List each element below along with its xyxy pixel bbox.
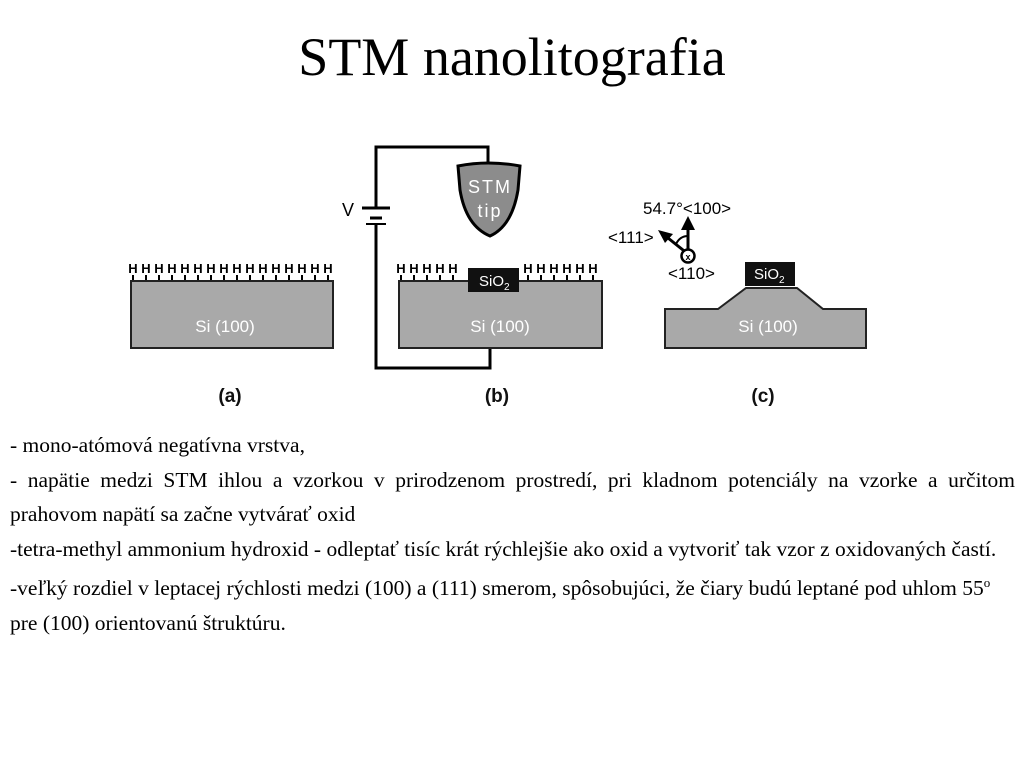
slide-body-text: - mono-atómová negatívna vrstva, - napät… <box>10 428 1015 640</box>
bullet-2: - napätie medzi STM ihlou a vzorkou v pr… <box>10 467 1015 527</box>
angle-arc <box>675 235 689 245</box>
hydrogen-atom: H <box>271 261 280 276</box>
arrow-100-head <box>681 216 695 230</box>
direction-111-label: <111> <box>608 228 654 247</box>
degree-superscript: o <box>983 575 991 590</box>
substrate-label-a: Si (100) <box>195 317 255 336</box>
angle-label: 54.7°<100> <box>643 199 731 218</box>
direction-110-marker <box>680 248 696 264</box>
panel-c-label: (c) <box>751 386 774 407</box>
etched-substrate-c <box>664 287 867 349</box>
hydrogen-atom: H <box>180 261 189 276</box>
bullet-4-text-a: -veľký rozdiel v leptacej rýchlosti medz… <box>10 576 984 601</box>
panel-a-label: (a) <box>218 386 241 407</box>
hydrogen-atom: H <box>422 261 431 276</box>
panel-b-label: (b) <box>485 386 509 407</box>
substrate-label-c: Si (100) <box>738 317 798 336</box>
bullet-4-text-b: pre (100) orientovanú štruktúru. <box>10 610 286 635</box>
hydrogen-atom: H <box>284 261 293 276</box>
voltage-label: V <box>342 200 354 220</box>
hydrogen-atom: H <box>232 261 241 276</box>
oxide-block-c <box>745 262 795 286</box>
hydrogen-atom: H <box>206 261 215 276</box>
stm-tip-shape <box>456 161 522 238</box>
panel-c-group: SiO2 Si (100) x 54.7°<100> <111> <110> (… <box>608 199 867 407</box>
stm-tip-label-bottom: tip <box>477 201 502 221</box>
hydrogen-atom: H <box>549 261 558 276</box>
hydrogen-atom: H <box>258 261 267 276</box>
hydrogen-atom: H <box>562 261 571 276</box>
hydrogen-atom: H <box>154 261 163 276</box>
oxide-label-b: SiO2 <box>479 273 510 293</box>
oxide-label-c: SiO2 <box>754 266 785 286</box>
hydrogen-atom: H <box>128 261 137 276</box>
arrow-111-head <box>658 230 673 243</box>
direction-110-label: <110> <box>668 264 715 283</box>
substrate-a <box>130 280 334 349</box>
slide-title: STM nanolitografia <box>298 27 726 87</box>
hydrogen-atom: H <box>323 261 332 276</box>
circuit-wire-top <box>374 145 490 208</box>
hydrogen-atom: H <box>523 261 532 276</box>
hydrogen-atom: H <box>396 261 405 276</box>
hydrogen-atom: H <box>245 261 254 276</box>
bullet-3: -tetra-methyl ammonium hydroxid - odlept… <box>10 536 997 561</box>
hydrogen-atom: H <box>219 261 228 276</box>
hydrogen-atom: H <box>536 261 545 276</box>
direction-110-symbol: x <box>685 252 690 262</box>
oxide-block-b <box>468 268 519 292</box>
hydrogen-atom: H <box>141 261 150 276</box>
hydrogen-atom: H <box>297 261 306 276</box>
hydrogen-atom: H <box>193 261 202 276</box>
hydrogen-atom: H <box>588 261 597 276</box>
substrate-label-b: Si (100) <box>470 317 530 336</box>
hydrogen-atom: H <box>310 261 319 276</box>
circuit-wire-bottom <box>374 225 492 370</box>
bullet-1: - mono-atómová negatívna vrstva, <box>10 433 305 457</box>
stm-tip-label-top: STM <box>468 177 512 197</box>
hydrogen-atom: H <box>575 261 584 276</box>
hydrogen-atom: H <box>409 261 418 276</box>
hydrogen-atom: H <box>448 261 457 276</box>
hydrogen-atom: H <box>167 261 176 276</box>
hydrogen-atom: H <box>435 261 444 276</box>
bullet-4: -veľký rozdiel v leptacej rýchlosti medz… <box>10 566 1015 640</box>
